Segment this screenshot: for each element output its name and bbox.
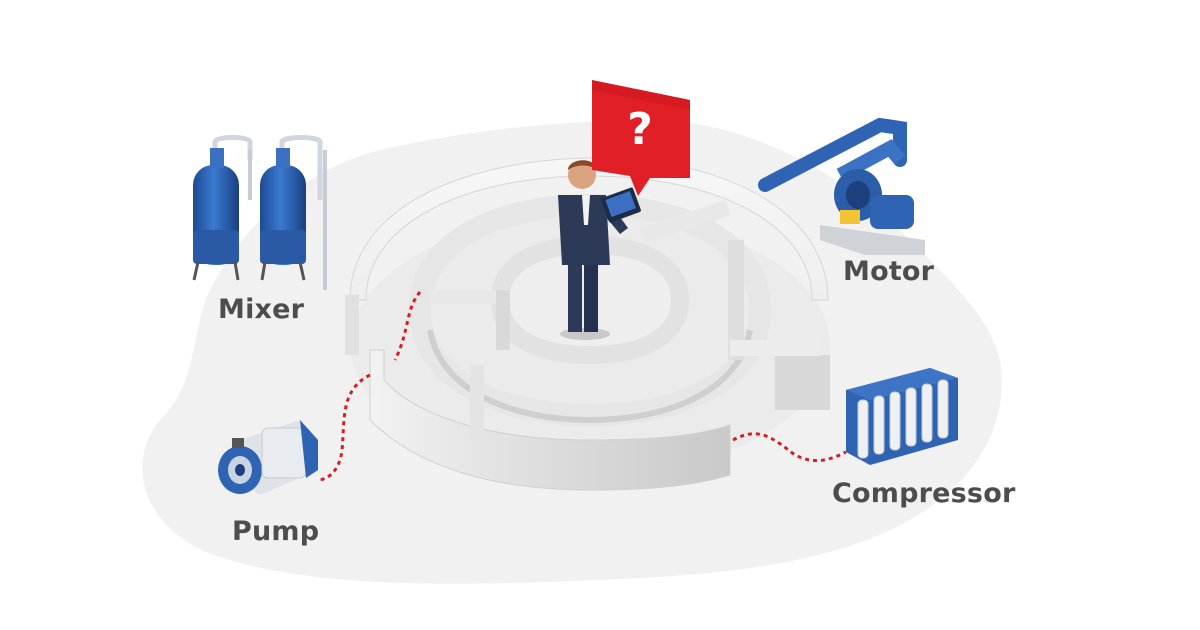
motor-label: Motor (843, 256, 935, 287)
maze-outer-wall-left-post (345, 295, 359, 355)
pump-label: Pump (232, 516, 320, 547)
question-mark: ? (627, 104, 653, 155)
maze-outer-wall-back (349, 157, 829, 301)
connector-compressor (732, 432, 847, 463)
maze-outer-wall-right-front (775, 355, 830, 410)
connector-pump (317, 373, 371, 482)
maze-middle-wall-shade (427, 329, 753, 424)
maze-divider-2 (728, 240, 744, 360)
compressor-icon (846, 368, 958, 465)
maze-divider-4 (496, 290, 510, 350)
maze-front-divider-2 (730, 340, 820, 356)
water-pump-icon (218, 420, 318, 495)
mixer-tanks-icon (192, 135, 327, 290)
question-bubble-icon (592, 80, 690, 196)
mixer-label: Mixer (218, 294, 305, 325)
compressor-label: Compressor (832, 478, 1016, 509)
maze-middle-wall (408, 193, 772, 427)
maze-divider-1 (640, 200, 731, 244)
engineer-figure-icon (558, 160, 641, 340)
connector-mixer (393, 291, 422, 361)
motor-pump-icon (758, 117, 925, 255)
maze-divider-3 (430, 290, 500, 304)
maze-front-divider (470, 365, 484, 440)
